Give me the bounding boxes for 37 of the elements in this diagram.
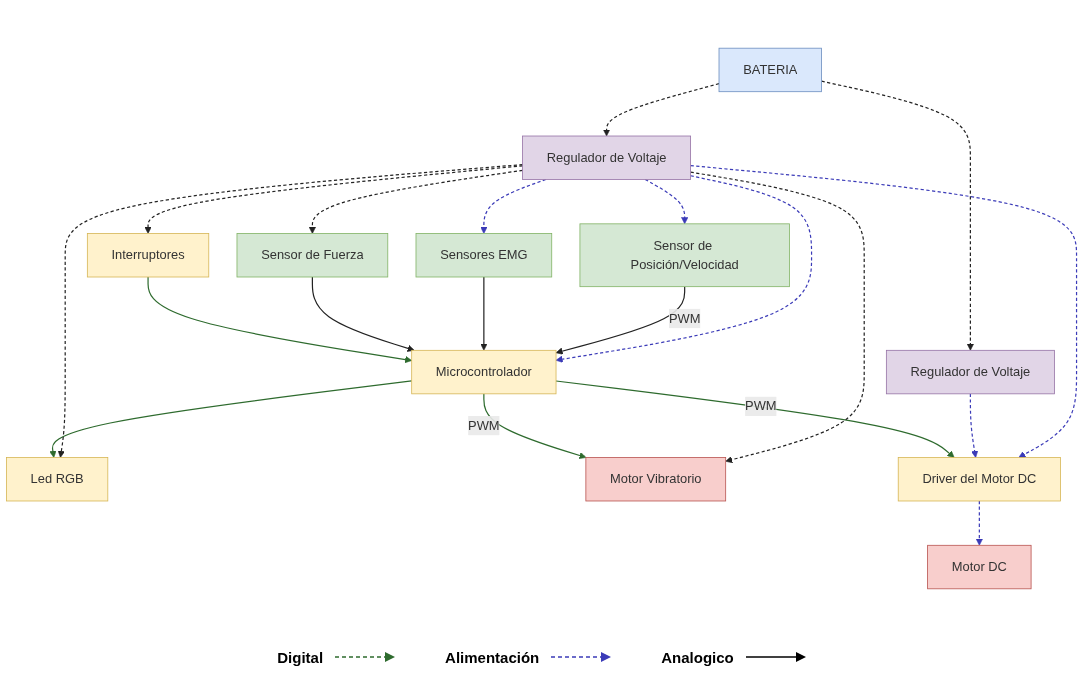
node-box: Motor DC xyxy=(927,544,1032,590)
node-box: Microcontrolador xyxy=(411,349,557,395)
arrow xyxy=(308,169,524,234)
arrow xyxy=(311,276,415,352)
node-box: Regulador de Voltaje xyxy=(885,349,1055,395)
arrow xyxy=(480,178,547,234)
node-box: Sensor de Fuerza xyxy=(236,233,389,278)
edge-label: PWM xyxy=(668,311,701,325)
arrow xyxy=(57,163,524,458)
node-box: Interruptores xyxy=(86,233,210,278)
edge-label: PWM xyxy=(745,399,777,413)
arrow xyxy=(555,286,686,355)
edge-label: PWM xyxy=(468,418,500,433)
arrow xyxy=(555,380,955,458)
arrow xyxy=(603,83,720,137)
legend-label: Digital xyxy=(277,648,324,666)
arrow xyxy=(480,276,488,351)
arrow xyxy=(49,380,413,458)
arrow xyxy=(483,393,587,459)
node-box: Driver del Motor DC xyxy=(897,457,1061,502)
legend-label: Alimentación xyxy=(445,648,540,666)
node-box: Regulador de Voltaje xyxy=(522,135,691,180)
arrow xyxy=(690,171,865,464)
arrow xyxy=(644,178,689,225)
node-box: BATERIA xyxy=(718,47,822,93)
legend-label: Analogico xyxy=(661,648,734,666)
arrow xyxy=(147,276,412,364)
arrow xyxy=(969,393,979,458)
arrow xyxy=(820,80,974,351)
arrow xyxy=(144,165,524,234)
arrow xyxy=(690,165,1078,458)
node-box: Led RGB xyxy=(6,457,109,502)
arrow xyxy=(555,175,813,363)
node-box: Motor Vibratorio xyxy=(585,457,727,502)
node-box: Sensores EMG xyxy=(415,233,553,278)
arrow xyxy=(975,500,983,546)
node-box: Sensor de Posición/Velocidad xyxy=(579,223,790,288)
